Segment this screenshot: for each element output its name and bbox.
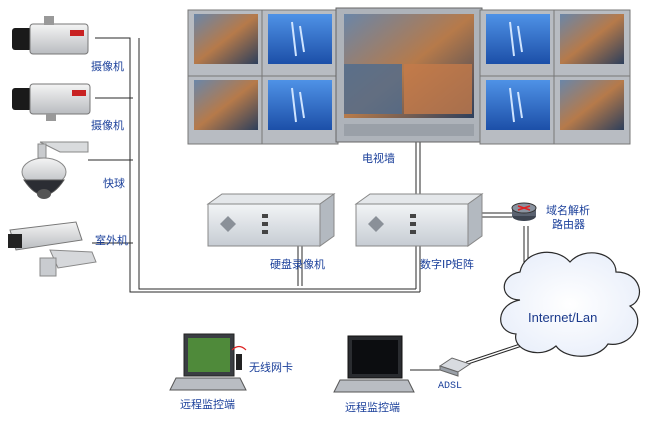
- remote-terminal-1-label: 远程监控端: [180, 398, 235, 411]
- monitor-small-1: [187, 9, 265, 79]
- router-label-line2: 路由器: [552, 218, 585, 231]
- dome-label: 快球: [103, 177, 125, 190]
- adsl-modem-icon: [438, 357, 472, 377]
- camera-1-icon: [12, 16, 89, 55]
- router-label-line1: 域名解析: [546, 204, 590, 217]
- cloud-label: Internet/Lan: [528, 310, 598, 325]
- monitor-small-4: [261, 75, 339, 145]
- adsl-label: ADSL: [438, 381, 463, 392]
- tv-wall-label: 电视墙: [362, 152, 395, 165]
- outdoor-label: 室外机: [95, 234, 128, 247]
- monitor-small-8: [553, 75, 631, 145]
- ip-matrix-icon: [354, 193, 484, 247]
- outdoor-camera-icon: [8, 221, 97, 277]
- tv-wall: [187, 7, 631, 145]
- monitor-small-6: [553, 9, 631, 79]
- router-icon: [511, 202, 537, 221]
- monitor-small-2: [261, 9, 339, 79]
- camera-2-icon: [12, 83, 91, 121]
- monitor-small-5: [479, 9, 557, 79]
- monitor-small-3: [187, 75, 265, 145]
- cables: [88, 37, 529, 371]
- camera-2-label: 摄像机: [91, 119, 124, 132]
- remote-terminal-2-label: 远程监控端: [345, 401, 400, 414]
- laptop-adsl-icon: [333, 335, 415, 393]
- monitor-large: [335, 7, 483, 143]
- laptop-wireless-icon: [169, 333, 247, 391]
- dvr-label: 硬盘录像机: [270, 258, 325, 271]
- monitor-small-7: [479, 75, 557, 145]
- dvr-icon: [206, 193, 336, 247]
- internet-cloud-icon: [500, 251, 640, 357]
- ip-matrix-label: 数字IP矩阵: [420, 258, 474, 271]
- camera-1-label: 摄像机: [91, 60, 124, 73]
- wireless-card-label: 无线网卡: [249, 361, 293, 374]
- dome-camera-icon: [21, 141, 89, 199]
